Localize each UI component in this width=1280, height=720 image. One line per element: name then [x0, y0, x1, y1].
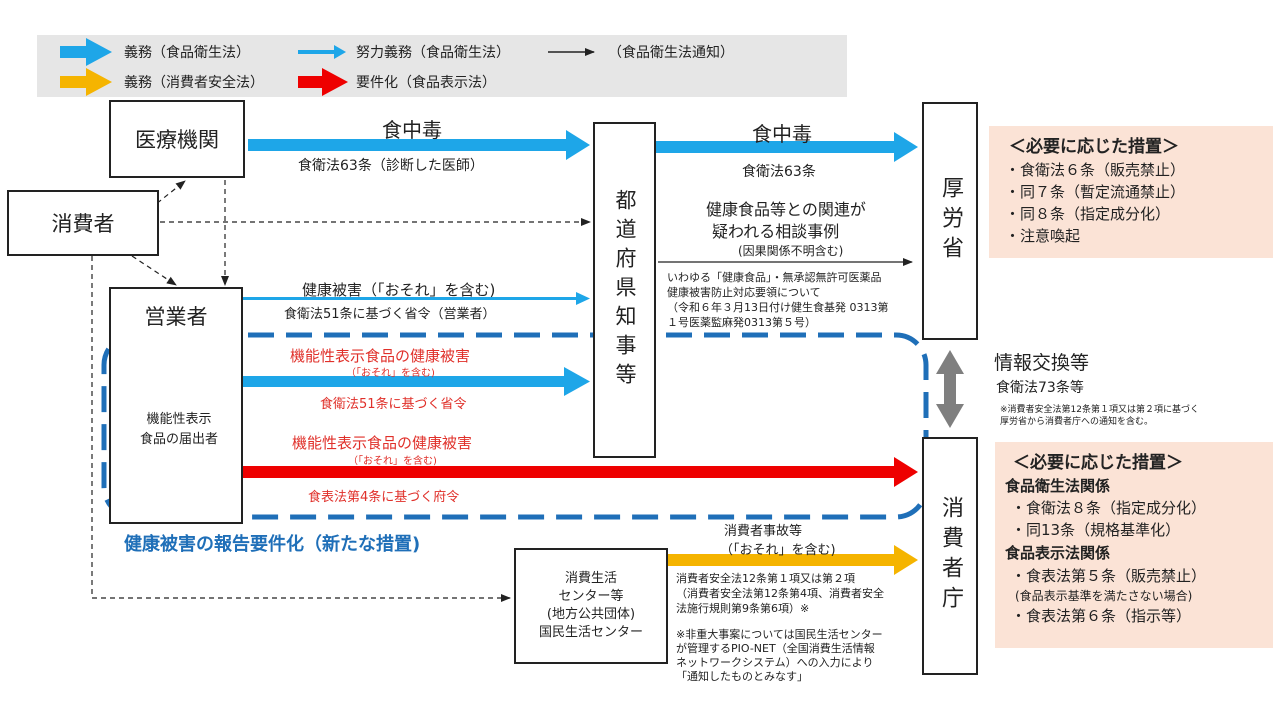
panel-bottom-item: ・食表法第５条（販売禁止） [1011, 567, 1207, 585]
label-jiko-2: （「おそれ」を含む) [720, 543, 836, 558]
node-iryo-kikan: 医療機関 [109, 100, 245, 178]
node-koroso: 厚労省 [922, 102, 978, 340]
legend [37, 35, 847, 97]
label-tsuchi-4: １号医薬監麻発0313第５号） [667, 316, 816, 329]
label-jiko-1: 消費者事故等 [724, 524, 803, 539]
label-tsuchi-1: いわゆる「健康食品」・無承認無許可医薬品 [667, 271, 882, 284]
arrow-iryo-to-todofuken [248, 130, 590, 160]
legend-cyan-thick-arrow [60, 38, 112, 66]
label-shokuchudoku-2-sub: 食衛法63条 [742, 164, 816, 180]
node-shohishacho-label: 消費者庁 [938, 496, 963, 616]
legend-label-yokenka: 要件化（食品表示法） [356, 75, 496, 91]
new-measure-frame [101, 332, 929, 520]
node-center: 消費生活 センター等 (地方公共団体) 国民生活センター [514, 548, 668, 664]
node-eigyosha-label: 営業者 [144, 305, 208, 329]
panel-top-item: ・同８条（指定成分化） [1005, 205, 1171, 223]
label-anzen-2: （消費者安全法第12条第4項、消費者安全 [676, 587, 884, 600]
legend-label-gimu-anzen: 義務（消費者安全法） [124, 75, 264, 91]
label-kinosei-1-law: 食衛法51条に基づく省令 [320, 397, 467, 412]
label-eigyo-higai-sub: 食衛法51条に基づく省令（営業者） [284, 307, 496, 322]
label-joho-note-2: 厚労省から消費者庁への通知を含む。 [1000, 417, 1154, 427]
label-kenko-sodan-1: 健康食品等との関連が [706, 200, 866, 219]
legend-yellow-arrow [60, 68, 112, 96]
arrow-center-to-shohishacho [668, 545, 918, 575]
panel-koroso-measures: ＜必要に応じた措置＞ ・食衛法６条（販売禁止） ・同７条（暫定流通禁止） ・同８… [989, 126, 1273, 258]
arrow-todofuken-to-koroso [656, 132, 918, 162]
arrow-eigyo-to-todofuken [242, 292, 590, 305]
panel-bottom-item: ・食衛法８条（指定成分化） [1011, 499, 1207, 517]
label-kinosei-1: 機能性表示食品の健康被害 [290, 347, 471, 365]
node-eigyosha: 営業者 [109, 287, 243, 524]
label-kinosei-2: 機能性表示食品の健康被害 [292, 434, 473, 452]
dashed-shohisha-to-eigyo [131, 255, 177, 286]
label-shokuchudoku-1: 食中毒 [382, 118, 442, 142]
node-koroso-label: 厚労省 [938, 176, 963, 266]
panel-bottom-item: ・同13条（規格基準化） [1011, 521, 1181, 539]
node-shohishacho: 消費者庁 [922, 437, 978, 675]
label-pio-4: 「通知したものとみなす」 [676, 670, 808, 683]
node-kinosei-todokede: 機能性表示 食品の届出者 [139, 412, 218, 447]
label-kenko-sodan-2: 疑われる相談事例 [712, 222, 840, 241]
label-kenko-sodan-3: (因果関係不明含む) [738, 244, 844, 258]
label-pio-2: が管理するPIO-NET（全国消費生活情報 [676, 642, 875, 655]
double-arrow-koroso-shohishacho [936, 350, 964, 428]
label-kinosei-2-law: 食表法第4条に基づく府令 [308, 490, 460, 505]
panel-bottom-title: ＜必要に応じた措置＞ [1013, 453, 1183, 473]
panel-top-item: ・注意喚起 [1005, 227, 1081, 245]
legend-red-arrow [298, 68, 348, 96]
node-center-label: 消費生活 センター等 (地方公共団体) 国民生活センター [538, 571, 643, 640]
label-kinosei-1-sub: （「おそれ」を含む) [346, 368, 435, 379]
panel-bottom-section: 食品表示法関係 [1005, 544, 1111, 562]
label-tsuchi-2: 健康被害防止対応要領について [667, 286, 821, 299]
label-tsuchi-3: （令和６年３月13日付け健生食基発 0313第 [667, 301, 889, 314]
label-kinosei-2-sub: （「おそれ」を含む) [348, 456, 437, 467]
node-todofuken-label: 都道府県知事等 [613, 188, 637, 392]
label-shokuchudoku-1-sub: 食衛法63条（診断した医師） [298, 158, 484, 174]
legend-cyan-thin-arrow [298, 45, 346, 59]
label-joho-note-1: ※消費者安全法第12条第１項又は第２項に基づく [1000, 405, 1199, 415]
label-shokuchudoku-2: 食中毒 [752, 122, 812, 146]
panel-bottom-note: (食品表示基準を満たさない場合) [1015, 589, 1193, 603]
node-shohisha: 消費者 [7, 190, 159, 256]
panel-shohishacho-measures: ＜必要に応じた措置＞ 食品衛生法関係 ・食衛法８条（指定成分化） ・同13条（規… [995, 442, 1273, 648]
arrow-kinosei-to-shohishacho [230, 457, 918, 487]
label-eigyo-higai: 健康被害（「おそれ」を含む) [302, 281, 496, 299]
label-joho-kokan: 情報交換等 [994, 352, 1090, 374]
label-pio-1: ※非重大事案については国民生活センター [676, 628, 883, 641]
label-anzen-3: 法施行規則第9条第6項）※ [676, 602, 810, 615]
legend-label-doryoku-gimu: 努力義務（食品衛生法） [356, 45, 510, 61]
node-todofuken-chiji: 都道府県知事等 [593, 122, 656, 458]
panel-bottom-section: 食品衛生法関係 [1005, 477, 1111, 495]
dashed-shohisha-to-center [91, 256, 511, 602]
arrow-kinosei-to-todofuken [230, 367, 590, 396]
label-new-measure: 健康被害の報告要件化（新たな措置) [124, 534, 421, 555]
legend-label-gimu-shokuei: 義務（食品衛生法） [124, 45, 250, 61]
legend-label-tsuchi: （食品衛生法通知） [608, 45, 734, 61]
label-pio-3: ネットワークシステム）への入力により [676, 656, 874, 669]
panel-top-item: ・同７条（暫定流通禁止） [1005, 183, 1186, 201]
panel-top-item: ・食衛法６条（販売禁止） [1005, 161, 1186, 179]
panel-bottom-item: ・食表法第６条（指示等） [1011, 607, 1192, 625]
label-joho-kokan-law: 食衛法73条等 [996, 380, 1084, 396]
panel-top-title: ＜必要に応じた措置＞ [1009, 137, 1179, 157]
label-anzen-1: 消費者安全法12条第１項又は第２項 [676, 572, 855, 585]
